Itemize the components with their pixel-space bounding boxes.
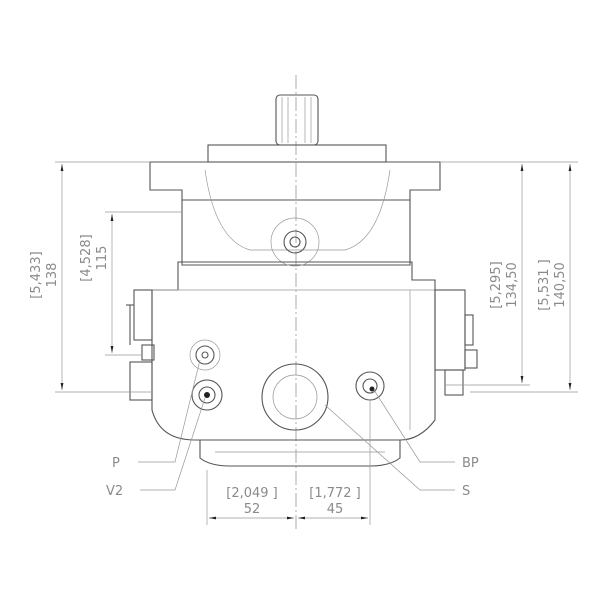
port-s — [261, 363, 329, 431]
label-v2: V2 — [106, 484, 123, 499]
dim-45-mm: 45 — [327, 502, 344, 517]
dim-115-inch: [4,528] — [79, 234, 94, 281]
right-fitting — [434, 289, 466, 371]
dim-138-mm: 138 — [45, 263, 60, 288]
port-p — [189, 339, 221, 371]
bolt-top — [283, 230, 307, 254]
port-v2 — [191, 379, 223, 411]
dim-140-mm: 140,50 — [553, 262, 568, 308]
port-bp — [355, 371, 385, 401]
dim-140-inch: [5,531 ] — [537, 259, 552, 311]
upper-housing — [181, 200, 411, 266]
dim-115-mm: 115 — [95, 246, 110, 271]
label-bp: BP — [462, 456, 479, 471]
label-p: P — [112, 456, 120, 471]
mounting-flange — [207, 144, 387, 163]
shaft — [275, 94, 319, 146]
label-s: S — [462, 484, 470, 499]
dim-52-mm: 52 — [244, 502, 261, 517]
lower-housing — [151, 261, 436, 441]
dim-138-inch: [5,433] — [29, 251, 44, 298]
dim-134-mm: 134,50 — [505, 262, 520, 308]
dim-134-inch: [5,295] — [489, 261, 504, 308]
dim-52-inch: [2,049 ] — [226, 486, 278, 501]
flange-ears — [149, 161, 441, 201]
bottom-plate — [199, 440, 401, 467]
dim-45-inch: [1,772 ] — [309, 486, 361, 501]
left-fitting — [129, 361, 153, 401]
